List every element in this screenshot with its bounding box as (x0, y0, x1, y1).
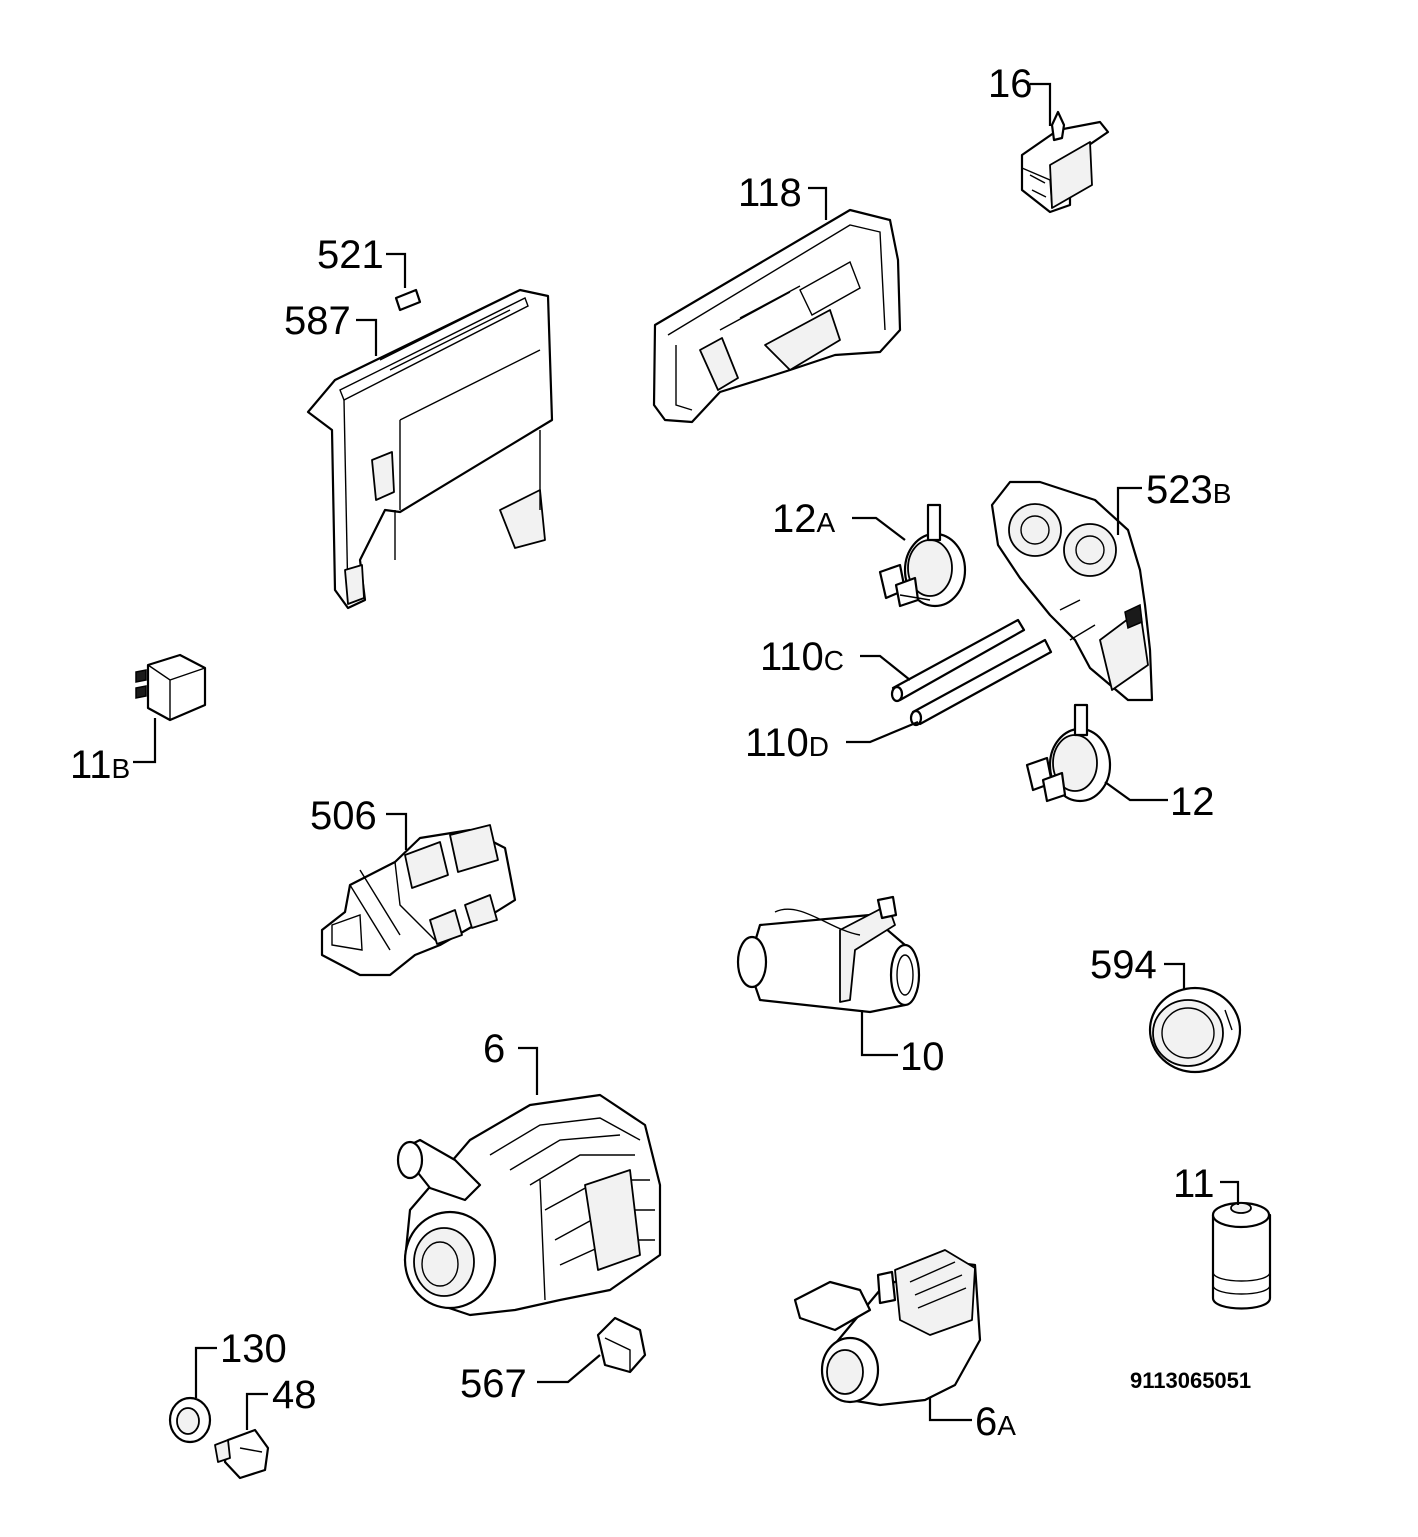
leader-118 (808, 186, 828, 220)
label-48: 48 (272, 1373, 317, 1417)
label-10: 10 (900, 1035, 945, 1079)
leader-506 (386, 812, 408, 850)
part-110d-hose (909, 638, 1053, 727)
leader-11 (1220, 1180, 1240, 1205)
part-587-control-module (306, 288, 554, 610)
leader-521 (386, 252, 407, 288)
label-6: 6 (483, 1027, 505, 1071)
part-110c-hose (890, 618, 1026, 703)
leader-6 (518, 1046, 539, 1095)
label-11b: 11B (70, 743, 130, 787)
label-16: 16 (988, 62, 1033, 106)
label-521: 521 (317, 233, 384, 277)
part-12-pressure-switch (1025, 703, 1112, 803)
leader-10 (860, 1010, 898, 1057)
part-118-housing (652, 208, 902, 424)
leader-12 (1104, 781, 1168, 802)
part-523b-bracket (990, 480, 1154, 702)
label-587: 587 (284, 299, 351, 343)
leader-6a (928, 1398, 972, 1422)
part-48-plug (214, 1428, 270, 1480)
part-10-heater-unit (736, 895, 921, 1014)
label-110d: 110D (745, 721, 829, 765)
drawing-number: 9113065051 (1130, 1368, 1251, 1393)
label-567: 567 (460, 1362, 527, 1406)
part-506-component-block (320, 824, 517, 977)
label-506: 506 (310, 794, 377, 838)
leader-110c (860, 654, 911, 681)
leader-523b (1116, 486, 1142, 535)
label-12a: 12A (772, 497, 836, 541)
part-567-clip (596, 1316, 647, 1374)
leader-48 (245, 1392, 268, 1430)
part-130-seal-ring (168, 1396, 212, 1444)
part-12a-pressure-switch (878, 503, 967, 608)
leader-587 (356, 318, 378, 356)
label-594: 594 (1090, 943, 1157, 987)
label-523b: 523B (1146, 468, 1231, 512)
label-110c: 110C (760, 635, 844, 679)
leader-594 (1164, 962, 1186, 990)
leader-11b (133, 718, 157, 764)
label-12: 12 (1170, 780, 1215, 824)
part-16-switch (1020, 110, 1110, 214)
part-11b-relay (135, 653, 207, 722)
leader-110d (846, 720, 919, 744)
leader-16 (1030, 82, 1052, 126)
label-11: 11 (1173, 1162, 1215, 1206)
part-11-capacitor (1211, 1201, 1272, 1310)
label-6a: 6A (975, 1400, 1016, 1444)
part-6-pump-motor (396, 1093, 662, 1317)
leader-130 (194, 1346, 217, 1398)
part-6a-drain-pump (793, 1249, 982, 1407)
part-594-gasket (1148, 986, 1242, 1074)
label-118: 118 (738, 171, 802, 215)
part-521-clip (394, 288, 422, 312)
label-130: 130 (220, 1327, 287, 1371)
leader-567 (537, 1354, 601, 1384)
leader-12a (852, 516, 906, 541)
